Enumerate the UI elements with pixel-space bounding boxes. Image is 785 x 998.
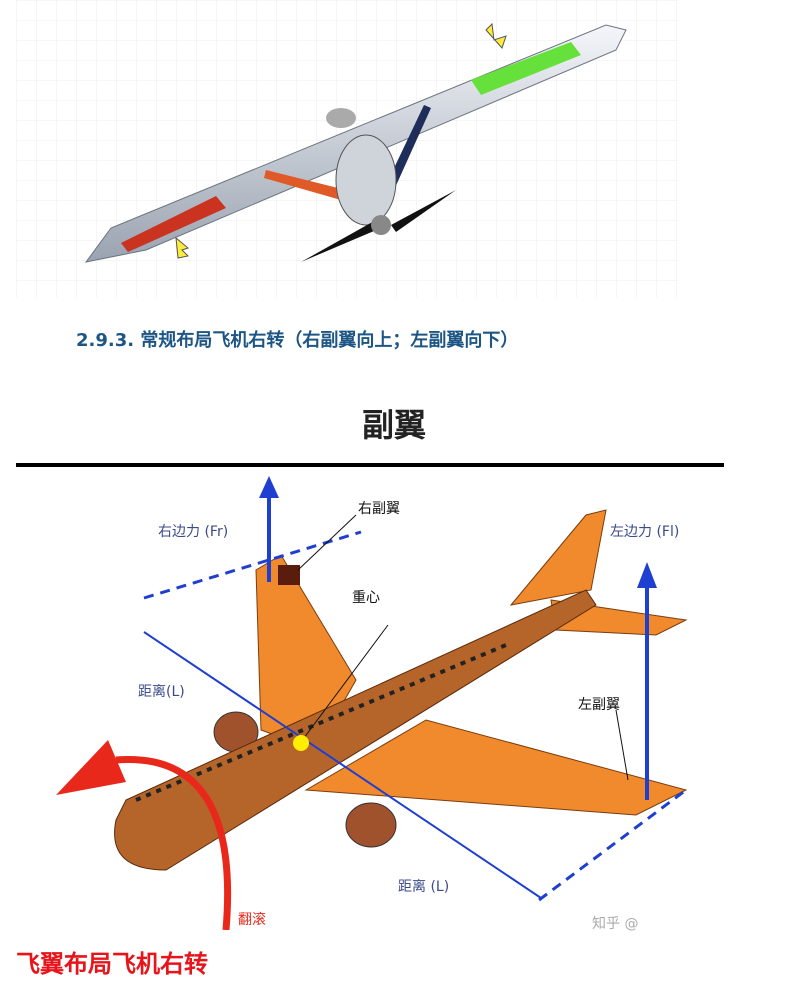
rc-plane-illustration [16,0,678,298]
center-of-gravity-label: 重心 [352,590,380,606]
left-force-label: 左边力 (Fl) [610,524,680,540]
right-force-label: 右边力 (Fr) [158,524,229,540]
distance-label-left: 距离(L) [138,684,185,700]
roll-label: 翻滚 [238,912,266,928]
section-caption: 2.9.3. 常规布局飞机右转（右副翼向上；左副翼向下） [76,330,519,351]
aileron-diagram [56,476,688,930]
center-of-gravity-marker [293,735,309,751]
tail-fin [509,509,607,606]
left-aileron-label: 左副翼 [578,697,620,713]
watermark: 知乎 @ [592,916,639,932]
figure-title: 副翼 [362,406,427,444]
fuselage [114,589,597,871]
distance-label-bottom: 距离 (L) [398,879,450,895]
right-aileron-label: 右副翼 [358,501,400,517]
roll-arrow [115,755,232,930]
bottom-caption: 飞翼布局飞机右转 [16,950,208,978]
divider [16,463,724,467]
